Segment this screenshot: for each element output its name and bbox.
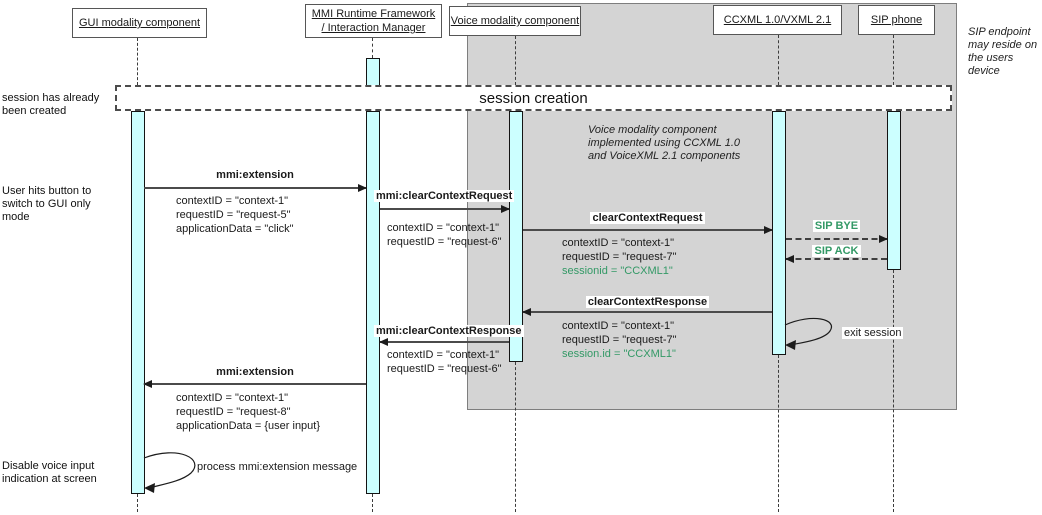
process-extension-self-arrow xyxy=(143,452,196,493)
message-arrow-mmi-extension-2 xyxy=(143,380,366,388)
message-params-mmi-extension-1: contextID = "context-1" requestID = "req… xyxy=(176,194,294,236)
activation-bar-voice xyxy=(509,111,523,362)
actor-label-sip: SIP phone xyxy=(870,14,923,26)
message-label-process-extension: process mmi:extension message xyxy=(197,461,358,473)
param-line: contextID = "context-1" xyxy=(387,222,500,234)
message-label-sip-bye: SIP BYE xyxy=(786,220,887,232)
param-line: requestID = "request-8" xyxy=(176,406,291,418)
actor-label-ccxml: CCXML 1.0/VXML 2.1 xyxy=(723,14,832,26)
param-line: applicationData = "click" xyxy=(176,223,294,235)
note-session-created: session has already been created xyxy=(2,92,100,117)
message-label-clear-context-request: clearContextRequest xyxy=(523,212,772,224)
message-arrow-mmi-clear-context-request xyxy=(380,205,510,213)
message-label-text: mmi:clearContextRequest xyxy=(374,190,515,202)
lifeline-mmi-bottom xyxy=(372,494,373,512)
message-params-clear-context-response: contextID = "context-1" requestID = "req… xyxy=(562,319,677,361)
lifeline-gui-bottom xyxy=(137,494,138,512)
arrowhead-left-icon xyxy=(522,308,531,316)
message-label-text: SIP ACK xyxy=(812,245,861,257)
note-disable-voice: Disable voice input indication at screen xyxy=(2,460,97,485)
param-line: requestID = "request-6" xyxy=(387,363,502,375)
note-voice-implementation: Voice modality component implemented usi… xyxy=(588,124,741,162)
param-line: contextID = "context-1" xyxy=(562,237,675,249)
message-params-clear-context-request: contextID = "context-1" requestID = "req… xyxy=(562,236,677,278)
arrowhead-right-icon xyxy=(879,235,888,243)
arrowhead-left-icon xyxy=(785,255,794,263)
lifeline-voice-bottom xyxy=(515,362,516,512)
note-user-action: User hits button to switch to GUI only m… xyxy=(2,185,92,223)
message-label-text: SIP BYE xyxy=(812,220,861,232)
param-line: contextID = "context-1" xyxy=(562,320,675,332)
actor-box-ccxml: CCXML 1.0/VXML 2.1 xyxy=(713,5,842,35)
message-label-text: clearContextResponse xyxy=(585,296,710,308)
param-line: contextID = "context-1" xyxy=(176,392,289,404)
arrowhead-right-icon xyxy=(764,226,773,234)
message-label-mmi-extension-2: mmi:extension xyxy=(144,366,366,378)
arrowhead-left-icon xyxy=(143,380,152,388)
param-line: requestID = "request-7" xyxy=(562,334,677,346)
note-sip-endpoint: SIP endpoint may reside on the users dev… xyxy=(968,26,1038,77)
message-params-mmi-clear-context-request: contextID = "context-1" requestID = "req… xyxy=(387,221,502,249)
param-line-sessionid: sessionid = "CCXML1" xyxy=(562,265,673,277)
arrowhead-right-icon xyxy=(501,205,510,213)
lifeline-mmi-top xyxy=(372,38,373,58)
message-label-text: mmi:extension xyxy=(214,169,296,181)
session-creation-frame: session creation xyxy=(115,85,952,111)
arrowhead-right-icon xyxy=(358,184,367,192)
activation-bar-sip xyxy=(887,111,901,270)
actor-box-sip: SIP phone xyxy=(858,5,935,35)
param-line: contextID = "context-1" xyxy=(176,195,289,207)
lifeline-sip-top xyxy=(893,35,894,85)
param-line-session-id: session.id = "CCXML1" xyxy=(562,348,676,360)
message-arrow-clear-context-request xyxy=(523,226,773,234)
param-line: requestID = "request-6" xyxy=(387,236,502,248)
message-label-clear-context-response: clearContextResponse xyxy=(523,296,772,308)
param-line: requestID = "request-7" xyxy=(562,251,677,263)
lifeline-voice-top xyxy=(515,36,516,85)
actor-box-voice: Voice modality component xyxy=(449,6,581,36)
message-label-exit-session: exit session xyxy=(842,327,904,339)
message-label-mmi-clear-context-request: mmi:clearContextRequest xyxy=(374,190,515,202)
message-params-mmi-clear-context-response: contextID = "context-1" requestID = "req… xyxy=(387,348,502,376)
actor-label-mmi-line1: MMI Runtime Framework xyxy=(311,8,436,20)
lifeline-sip-bottom xyxy=(893,270,894,512)
activation-bar-mmi-early xyxy=(366,58,380,86)
param-line: applicationData = {user input} xyxy=(176,420,321,432)
actor-label-gui: GUI modality component xyxy=(78,17,201,29)
activation-bar-gui xyxy=(131,111,145,494)
message-label-text: clearContextRequest xyxy=(590,212,705,224)
param-line: requestID = "request-5" xyxy=(176,209,291,221)
exit-session-self-arrow xyxy=(784,317,833,350)
message-arrow-clear-context-response xyxy=(522,308,772,316)
message-label-mmi-extension-1: mmi:extension xyxy=(144,169,366,181)
session-creation-label: session creation xyxy=(479,89,588,107)
param-line: contextID = "context-1" xyxy=(387,349,500,361)
lifeline-ccxml-top xyxy=(778,35,779,85)
message-arrow-mmi-extension-1 xyxy=(144,184,367,192)
voice-subsystem-container xyxy=(467,3,957,410)
actor-label-mmi-line2: / Interaction Manager xyxy=(321,22,426,34)
message-arrow-sip-ack xyxy=(785,255,887,263)
actor-box-gui: GUI modality component xyxy=(72,8,207,38)
lifeline-ccxml-bottom xyxy=(778,355,779,512)
message-params-mmi-extension-2: contextID = "context-1" requestID = "req… xyxy=(176,391,320,433)
message-arrow-sip-bye xyxy=(786,235,888,243)
actor-box-mmi: MMI Runtime Framework / Interaction Mana… xyxy=(305,4,442,38)
message-label-text: mmi:extension xyxy=(214,366,296,378)
message-label-text: mmi:clearContextResponse xyxy=(374,325,524,337)
arrowhead-left-icon xyxy=(379,338,388,346)
activation-bar-mmi xyxy=(366,111,380,494)
message-label-sip-ack: SIP ACK xyxy=(786,245,887,257)
lifeline-gui-top xyxy=(137,38,138,85)
message-arrow-mmi-clear-context-response xyxy=(379,338,509,346)
message-label-mmi-clear-context-response: mmi:clearContextResponse xyxy=(374,325,524,337)
actor-label-voice: Voice modality component xyxy=(450,15,580,27)
